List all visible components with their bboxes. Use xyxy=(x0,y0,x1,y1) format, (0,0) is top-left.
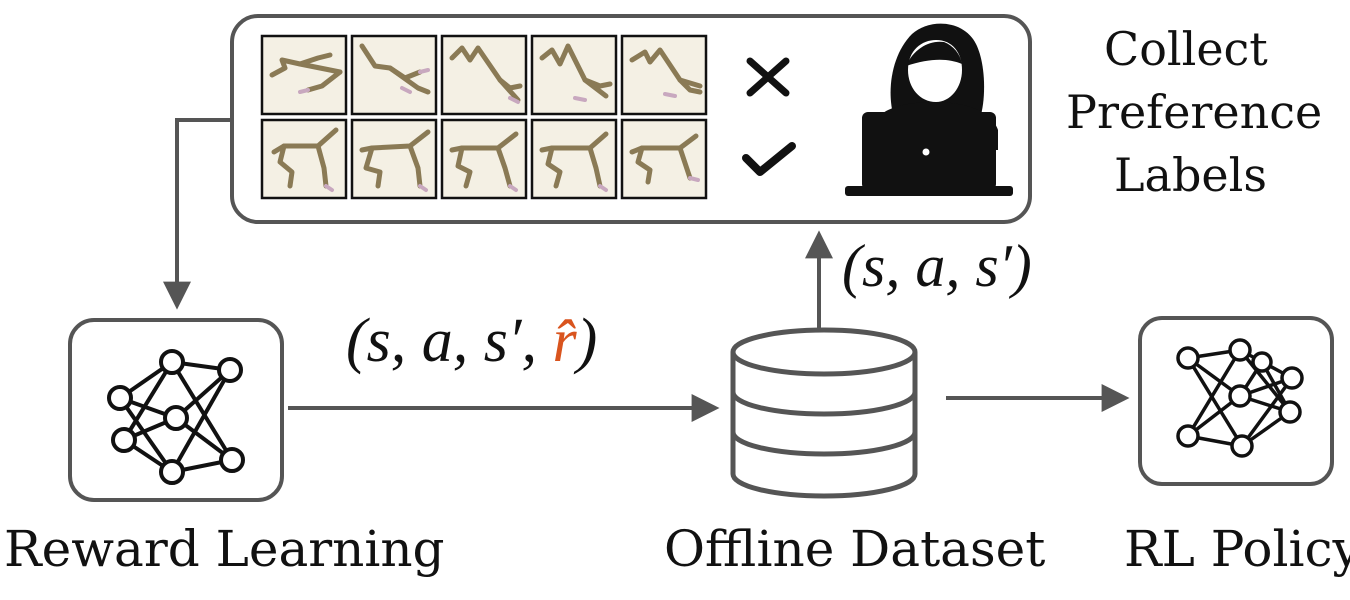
trajectory-row-accepted xyxy=(260,118,708,200)
tuple-to-dataset-text: (s, a, s′, r̂) xyxy=(346,307,598,375)
check-icon xyxy=(742,142,796,176)
laptop-camera xyxy=(922,148,930,156)
neural-network-icon xyxy=(1176,338,1304,458)
neural-network-icon xyxy=(107,349,245,485)
reward-learning-label: Reward Learning xyxy=(4,520,445,578)
trajectory-frame xyxy=(440,34,528,116)
collect-label-line1: Collect xyxy=(1104,22,1268,76)
rl-policy-label: RL Policy xyxy=(1124,520,1350,578)
tuple-to-collect-text: (s, a, s′) xyxy=(842,233,1032,299)
trajectory-frame xyxy=(350,118,438,200)
trajectory-frame xyxy=(620,118,708,200)
arrow-labels-to-reward xyxy=(163,118,232,310)
database-icon xyxy=(730,327,918,499)
walker-figures-rejected xyxy=(269,43,703,104)
trajectory-frame xyxy=(530,34,618,116)
trajectory-row-rejected xyxy=(260,34,708,116)
tuple-to-collect: (s, a, s′) xyxy=(842,232,1032,301)
trajectory-frame xyxy=(530,118,618,200)
trajectory-frame xyxy=(350,34,438,116)
walker-figures-accepted xyxy=(271,127,700,192)
trajectory-frame xyxy=(620,34,708,116)
collect-label-line2: Preference xyxy=(1066,85,1323,139)
collect-label-line3: Labels xyxy=(1114,148,1267,202)
offline-dataset-label: Offline Dataset xyxy=(664,520,1046,578)
person-hair-fringe xyxy=(906,41,962,66)
cross-icon xyxy=(746,57,790,97)
tuple-to-dataset: (s, a, s′, r̂) xyxy=(346,306,597,377)
